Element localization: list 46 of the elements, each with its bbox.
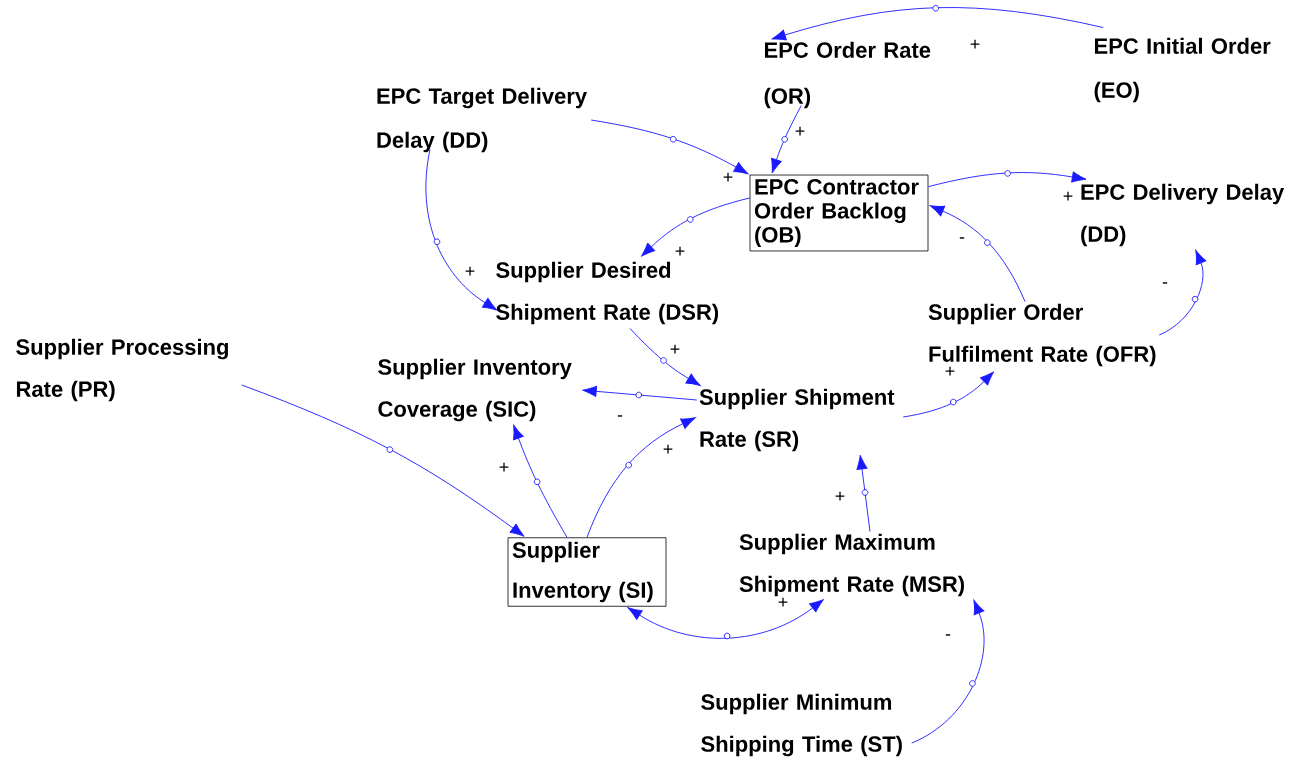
polarity-sign: +	[463, 265, 477, 279]
causal-arrow	[771, 105, 802, 174]
causal-arrow	[586, 417, 696, 538]
causal-arrow	[241, 384, 525, 537]
causal-arrow	[590, 119, 749, 175]
polarity-sign: -	[1161, 281, 1169, 289]
variable-label: Supplier Processing Rate (PR)	[16, 338, 228, 402]
causal-arrow	[1158, 249, 1207, 336]
causal-arrow	[629, 328, 701, 387]
polarity-sign: +	[497, 461, 511, 475]
causal-arrow	[771, 4, 1104, 41]
stock-box: Supplier Inventory (SI)	[507, 537, 667, 607]
variable-label: Supplier Order Fulfilment Rate (OFR)	[928, 303, 1156, 367]
variable-label: Supplier Inventory Coverage (SIC)	[378, 358, 572, 422]
polarity-sign: -	[958, 236, 966, 244]
polarity-sign: +	[793, 125, 807, 139]
variable-label: Supplier Desired Shipment Rate (DSR)	[496, 261, 719, 325]
causal-arrow	[513, 424, 568, 538]
polarity-sign: +	[721, 171, 735, 185]
causal-arrow	[627, 599, 824, 640]
polarity-sign: +	[661, 443, 675, 457]
polarity-sign: +	[673, 245, 687, 259]
variable-label: EPC Order Rate (OR)	[764, 41, 931, 109]
variable-label: EPC Delivery Delay (DD)	[1081, 183, 1285, 247]
causal-arrow	[640, 197, 751, 257]
polarity-sign: -	[616, 414, 624, 422]
polarity-sign: +	[833, 490, 847, 504]
causal-arrow	[927, 170, 1087, 188]
variable-label: EPC Target Delivery Delay (DD)	[377, 87, 587, 153]
causal-arrow	[425, 149, 498, 311]
variable-label: Supplier Maximum Shipment Rate (MSR)	[739, 533, 964, 597]
variable-label: Supplier Minimum Shipping Time (ST)	[701, 693, 902, 757]
causal-arrow	[856, 454, 871, 532]
variable-label: EPC Initial Order (EO)	[1094, 37, 1271, 103]
polarity-sign: -	[944, 633, 952, 641]
polarity-sign: +	[668, 343, 682, 357]
causal-arrow	[929, 205, 1026, 302]
polarity-sign: +	[943, 365, 957, 379]
polarity-sign: +	[1061, 190, 1075, 204]
polarity-sign: +	[968, 38, 982, 52]
variable-label: Supplier Shipment Rate (SR)	[699, 388, 895, 452]
causal-arrow	[911, 599, 985, 744]
causal-arrow	[902, 371, 995, 418]
stock-box: EPC Contractor Order Backlog (OB)	[749, 174, 929, 252]
causal-arrow	[582, 385, 698, 401]
polarity-sign: +	[776, 596, 790, 610]
